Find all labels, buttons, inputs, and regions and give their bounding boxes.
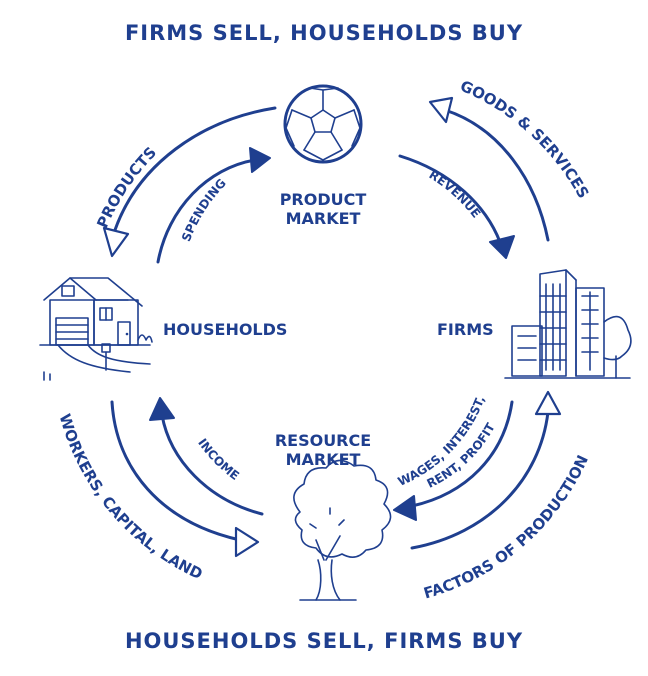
title-bottom: HOUSEHOLDS SELL, FIRMS BUY (125, 629, 523, 653)
product-market-label-line2: MARKET (286, 209, 361, 228)
product-market-label-line1: PRODUCT (280, 190, 367, 209)
income-arrowhead (149, 397, 175, 421)
spending-arrowhead (249, 147, 271, 173)
wages-arrowhead (393, 495, 417, 521)
goods-services-arrowhead (428, 96, 454, 124)
goods-services-label: GOODS & SERVICES (458, 77, 593, 202)
wages-flow-arrow (393, 400, 514, 521)
workers-capital-land-flow-arrow (110, 400, 260, 558)
revenue-flow-arrow (398, 154, 515, 259)
resource-market-label-line2: MARKET (286, 450, 361, 469)
income-flow-arrow (149, 397, 264, 516)
factors-of-production-flow-arrow (410, 390, 562, 550)
income-label: INCOME (195, 436, 242, 483)
workers-capital-land-label: WORKERS, CAPITAL, LAND (55, 412, 205, 584)
factors-arrowhead (534, 390, 562, 416)
spending-flow-arrow (156, 147, 271, 264)
products-arrowhead (102, 226, 130, 258)
resource-market-label-line1: RESOURCE (275, 431, 371, 450)
office-buildings-icon (504, 269, 632, 379)
goods-services-flow-arrow (428, 96, 550, 242)
firms-label: FIRMS (437, 320, 494, 339)
workers-arrowhead (234, 526, 260, 558)
title-top: FIRMS SELL, HOUSEHOLDS BUY (125, 21, 523, 45)
tree-icon (293, 459, 392, 601)
revenue-arrowhead (489, 235, 515, 259)
products-flow-arrow (102, 106, 277, 258)
households-label: HOUSEHOLDS (163, 320, 287, 339)
house-icon (39, 277, 153, 381)
revenue-label: REVENUE (427, 167, 484, 220)
spending-label: SPENDING (179, 176, 229, 243)
products-label: PRODUCTS (93, 143, 160, 230)
soccer-ball-icon (283, 84, 363, 164)
